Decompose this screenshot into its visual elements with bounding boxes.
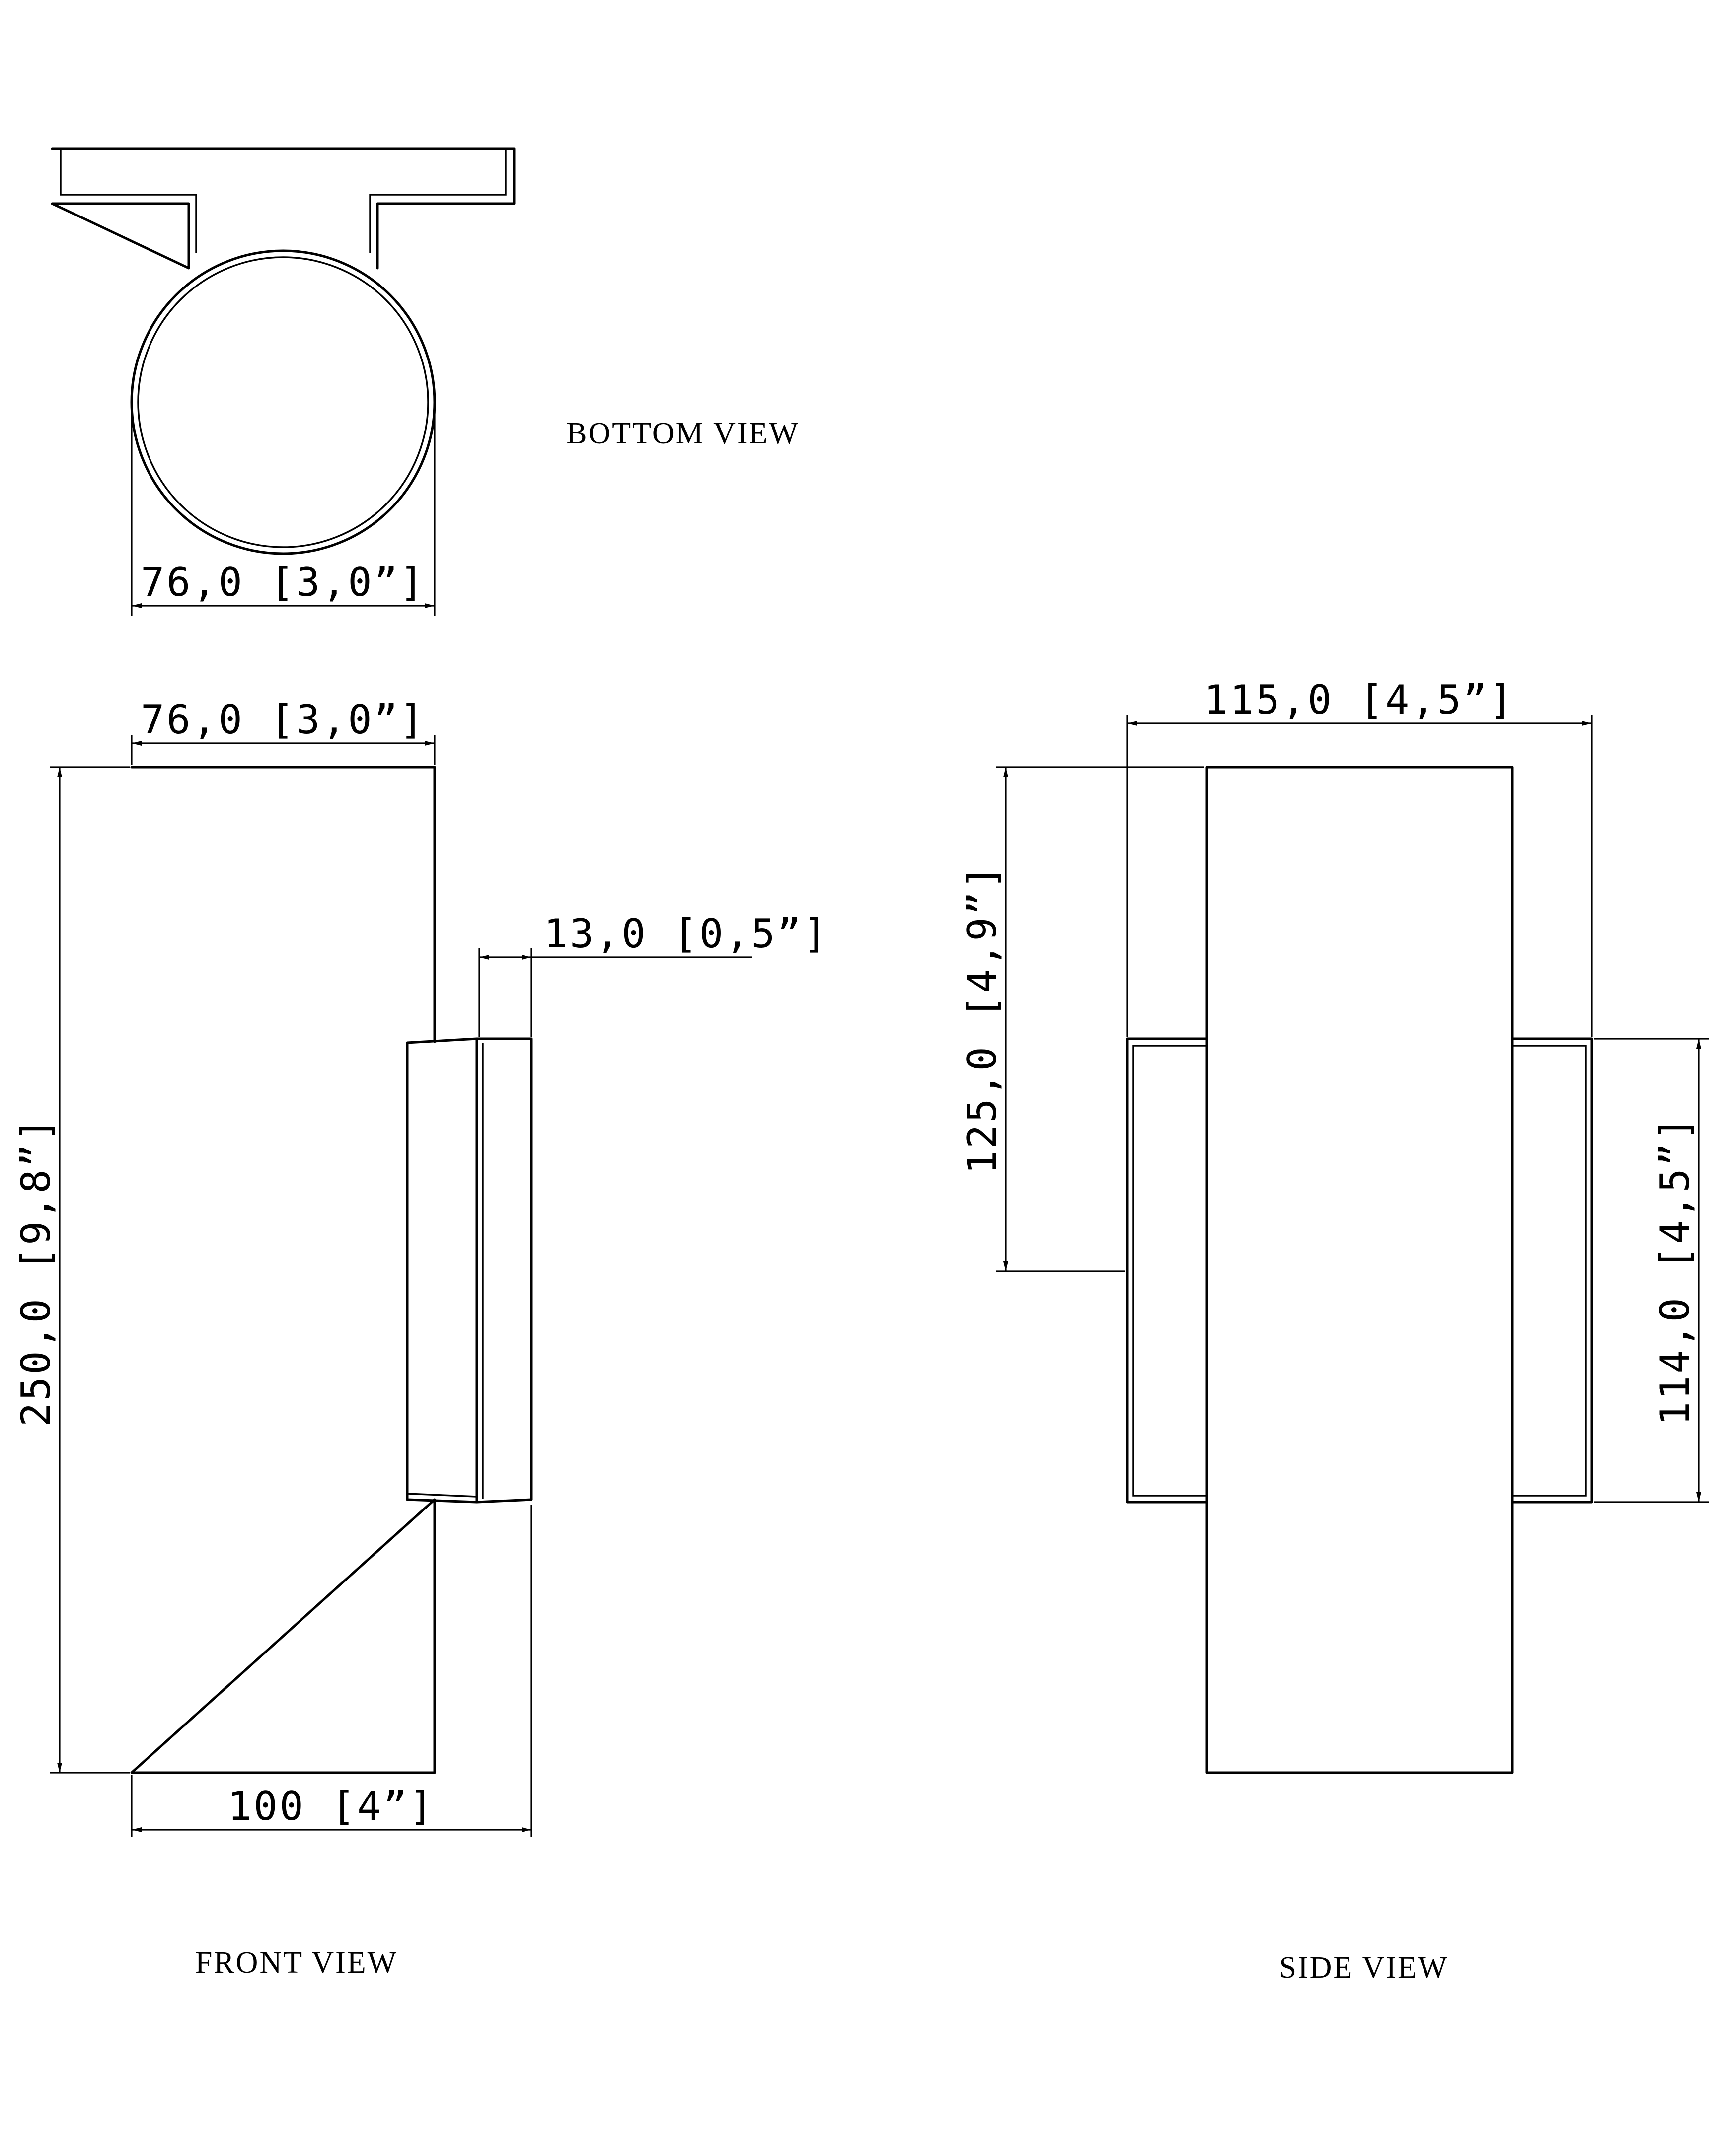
side-width-label: 115,0 [4,5”] — [1204, 677, 1515, 723]
bottom-bracket-outer — [51, 147, 516, 270]
front-height-label: 250,0 [9,8”] — [13, 1116, 59, 1427]
front-bracket-plate — [475, 1037, 533, 1504]
front-top-width-label: 76,0 [3,0”] — [141, 697, 426, 743]
side-bracket-left-inner — [1132, 1045, 1207, 1497]
bottom-cylinder-outer — [130, 249, 436, 555]
bottom-width-label: 76,0 [3,0”] — [141, 559, 426, 605]
front-view: 76,0 [3,0”] 250,0 [9,8”] 13,0 [0,5”] 100… — [13, 697, 829, 1980]
bottom-view: 76,0 [3,0”] BOTTOM VIEW — [51, 147, 800, 616]
front-bracket-bottom — [407, 1493, 477, 1498]
front-projection-label: 13,0 [0,5”] — [544, 911, 829, 957]
side-body — [1205, 766, 1514, 1774]
front-depth-label: 100 [4”] — [227, 1783, 435, 1829]
front-body — [130, 766, 436, 1774]
bottom-cylinder-inner — [137, 256, 429, 548]
front-bracket — [406, 1037, 478, 1504]
bottom-view-title: BOTTOM VIEW — [566, 417, 800, 450]
side-view-title: SIDE VIEW — [1279, 1951, 1449, 1985]
side-view: 115,0 [4,5”] 125,0 [4,9”] 114,0 [4,5”] S… — [959, 677, 1709, 1985]
side-bracket-right-inner — [1512, 1045, 1587, 1497]
side-bracket-height-label: 114,0 [4,5”] — [1652, 1115, 1698, 1426]
bottom-bracket-inner — [60, 149, 507, 253]
side-upper-height-label: 125,0 [4,9”] — [959, 863, 1005, 1174]
front-view-title: FRONT VIEW — [195, 1946, 398, 1980]
side-bracket-left — [1126, 1037, 1208, 1504]
side-bracket-right — [1511, 1037, 1593, 1504]
